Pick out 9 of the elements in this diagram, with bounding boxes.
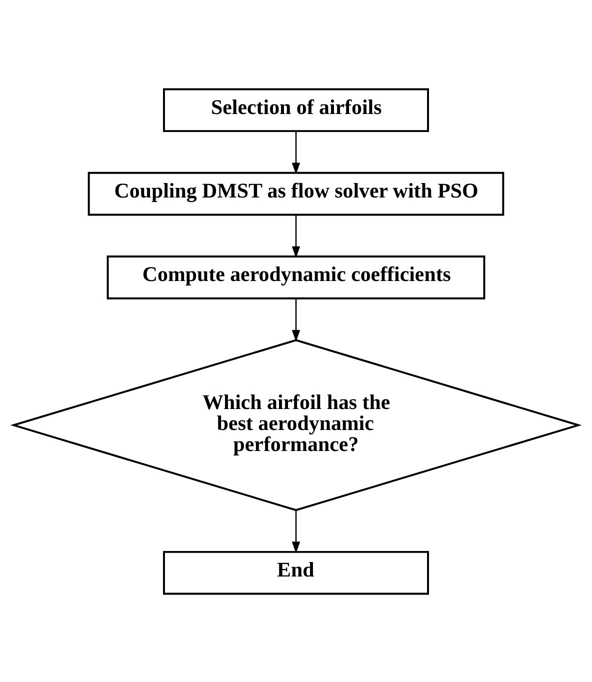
node-box: Coupling DMST as flow solver with PSO [88,171,504,216]
node-box: Selection of airfoils [163,88,429,132]
arrow [292,130,300,174]
arrow [292,298,300,342]
node-diamond: Which airfoil has the best aerodynamic performance? [10,338,582,511]
node-box: End [163,550,429,594]
node-box: Compute aerodynamic coefficients [106,255,486,299]
arrow [292,214,300,258]
arrow [292,510,300,553]
